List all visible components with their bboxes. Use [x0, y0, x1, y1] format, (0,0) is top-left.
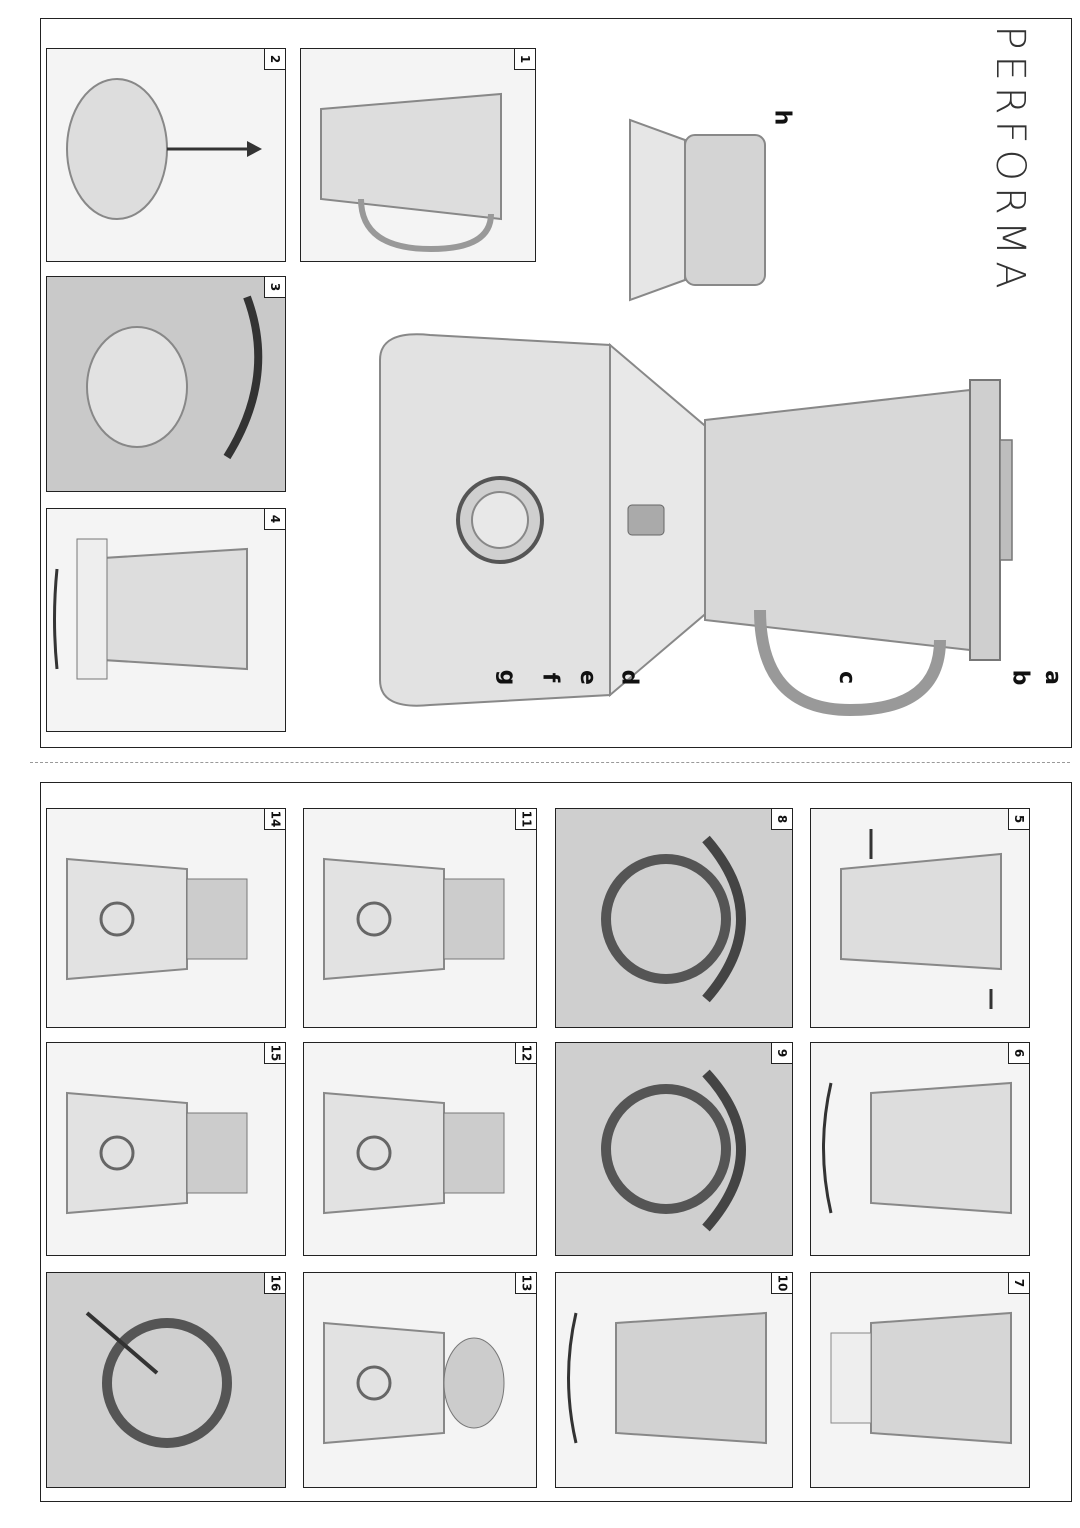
- step-number: 8: [771, 809, 792, 830]
- brand-title: PERFORMA: [987, 25, 1033, 295]
- step-5-box: 5: [810, 808, 1030, 1028]
- page-separator: [30, 762, 1070, 763]
- step-15-box: 15: [46, 1042, 286, 1256]
- step-8-box: 8: [555, 808, 793, 1028]
- step-number: 13: [515, 1273, 536, 1294]
- step-number: 2: [264, 49, 285, 70]
- step-11-box: 11: [303, 808, 537, 1028]
- step-number: 14: [264, 809, 285, 830]
- part-label-g: g: [494, 669, 520, 686]
- blender-illustration: [379, 333, 1013, 717]
- release-button: [627, 504, 665, 536]
- blender-jar: [704, 388, 971, 652]
- step-10-box: 10: [555, 1272, 793, 1488]
- part-label-e: e: [574, 670, 600, 685]
- part-label-b: b: [1007, 669, 1033, 686]
- part-label-f: f: [537, 672, 563, 683]
- step-number: 10: [771, 1273, 792, 1294]
- jar-lid: [969, 379, 1001, 661]
- step-number: 9: [771, 1043, 792, 1064]
- part-label-d: d: [616, 669, 642, 686]
- step-number: 1: [514, 49, 535, 70]
- step-number: 4: [264, 509, 285, 530]
- step-1-box: 1: [300, 48, 536, 262]
- step-number: 3: [264, 277, 285, 298]
- step-6-box: 6: [810, 1042, 1030, 1256]
- step-9-box: 9: [555, 1042, 793, 1256]
- step-number: 12: [515, 1043, 536, 1064]
- jar-handle: [754, 609, 946, 717]
- step-12-box: 12: [303, 1042, 537, 1256]
- step-14-box: 14: [46, 808, 286, 1028]
- step-7-box: 7: [810, 1272, 1030, 1488]
- step-16-box: 16: [46, 1272, 286, 1488]
- step-number: 15: [264, 1043, 285, 1064]
- part-label-a: a: [1039, 670, 1065, 685]
- step-number: 5: [1008, 809, 1029, 830]
- step-number: 6: [1008, 1043, 1029, 1064]
- step-2-box: 2: [46, 48, 286, 262]
- step-number: 11: [515, 809, 536, 830]
- step-number: 7: [1008, 1273, 1029, 1294]
- chopper-accessory: [629, 118, 766, 302]
- step-3-box: 3: [46, 276, 286, 492]
- part-label-c: c: [834, 670, 860, 685]
- lid-cap: [999, 439, 1013, 561]
- step-number: 16: [264, 1273, 285, 1294]
- step-4-box: 4: [46, 508, 286, 732]
- step-13-box: 13: [303, 1272, 537, 1488]
